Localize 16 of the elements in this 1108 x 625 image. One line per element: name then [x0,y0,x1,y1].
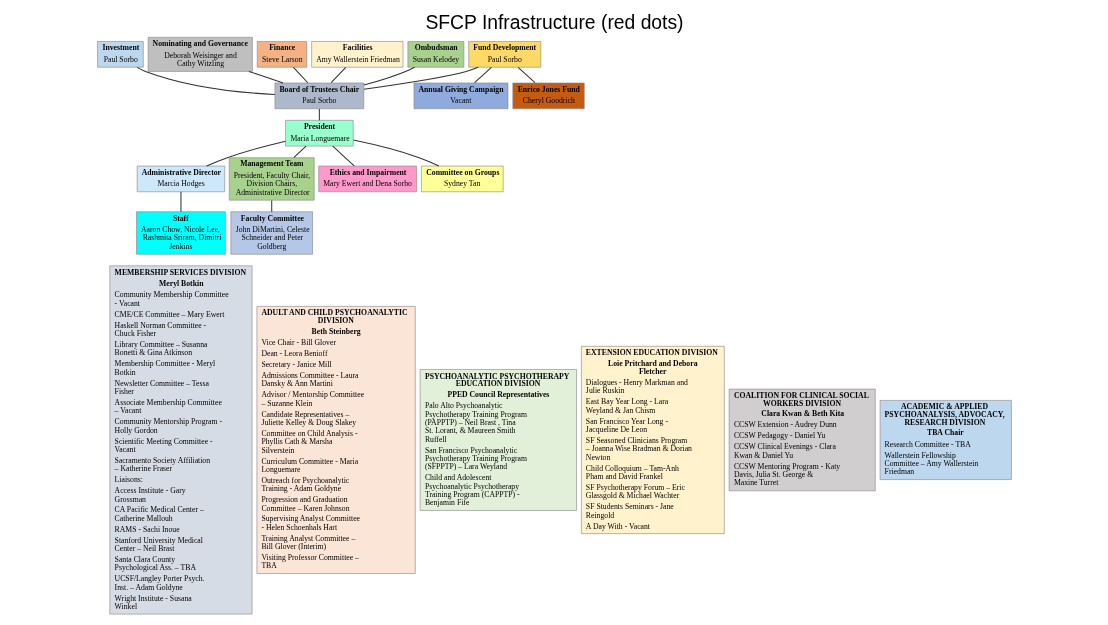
connector [205,140,286,167]
connector [179,191,181,213]
connector [331,145,355,167]
connector [362,66,479,90]
diagram-title: SFCP Infrastructure (red dots) [424,11,684,33]
connector [136,66,275,95]
connector [473,66,492,84]
connector [330,66,346,84]
connector [318,108,320,121]
connector [247,70,284,84]
connector [292,66,308,84]
connector [292,145,307,159]
connector [352,139,439,167]
connector [362,66,415,86]
connector [270,199,272,213]
connector [517,66,535,84]
